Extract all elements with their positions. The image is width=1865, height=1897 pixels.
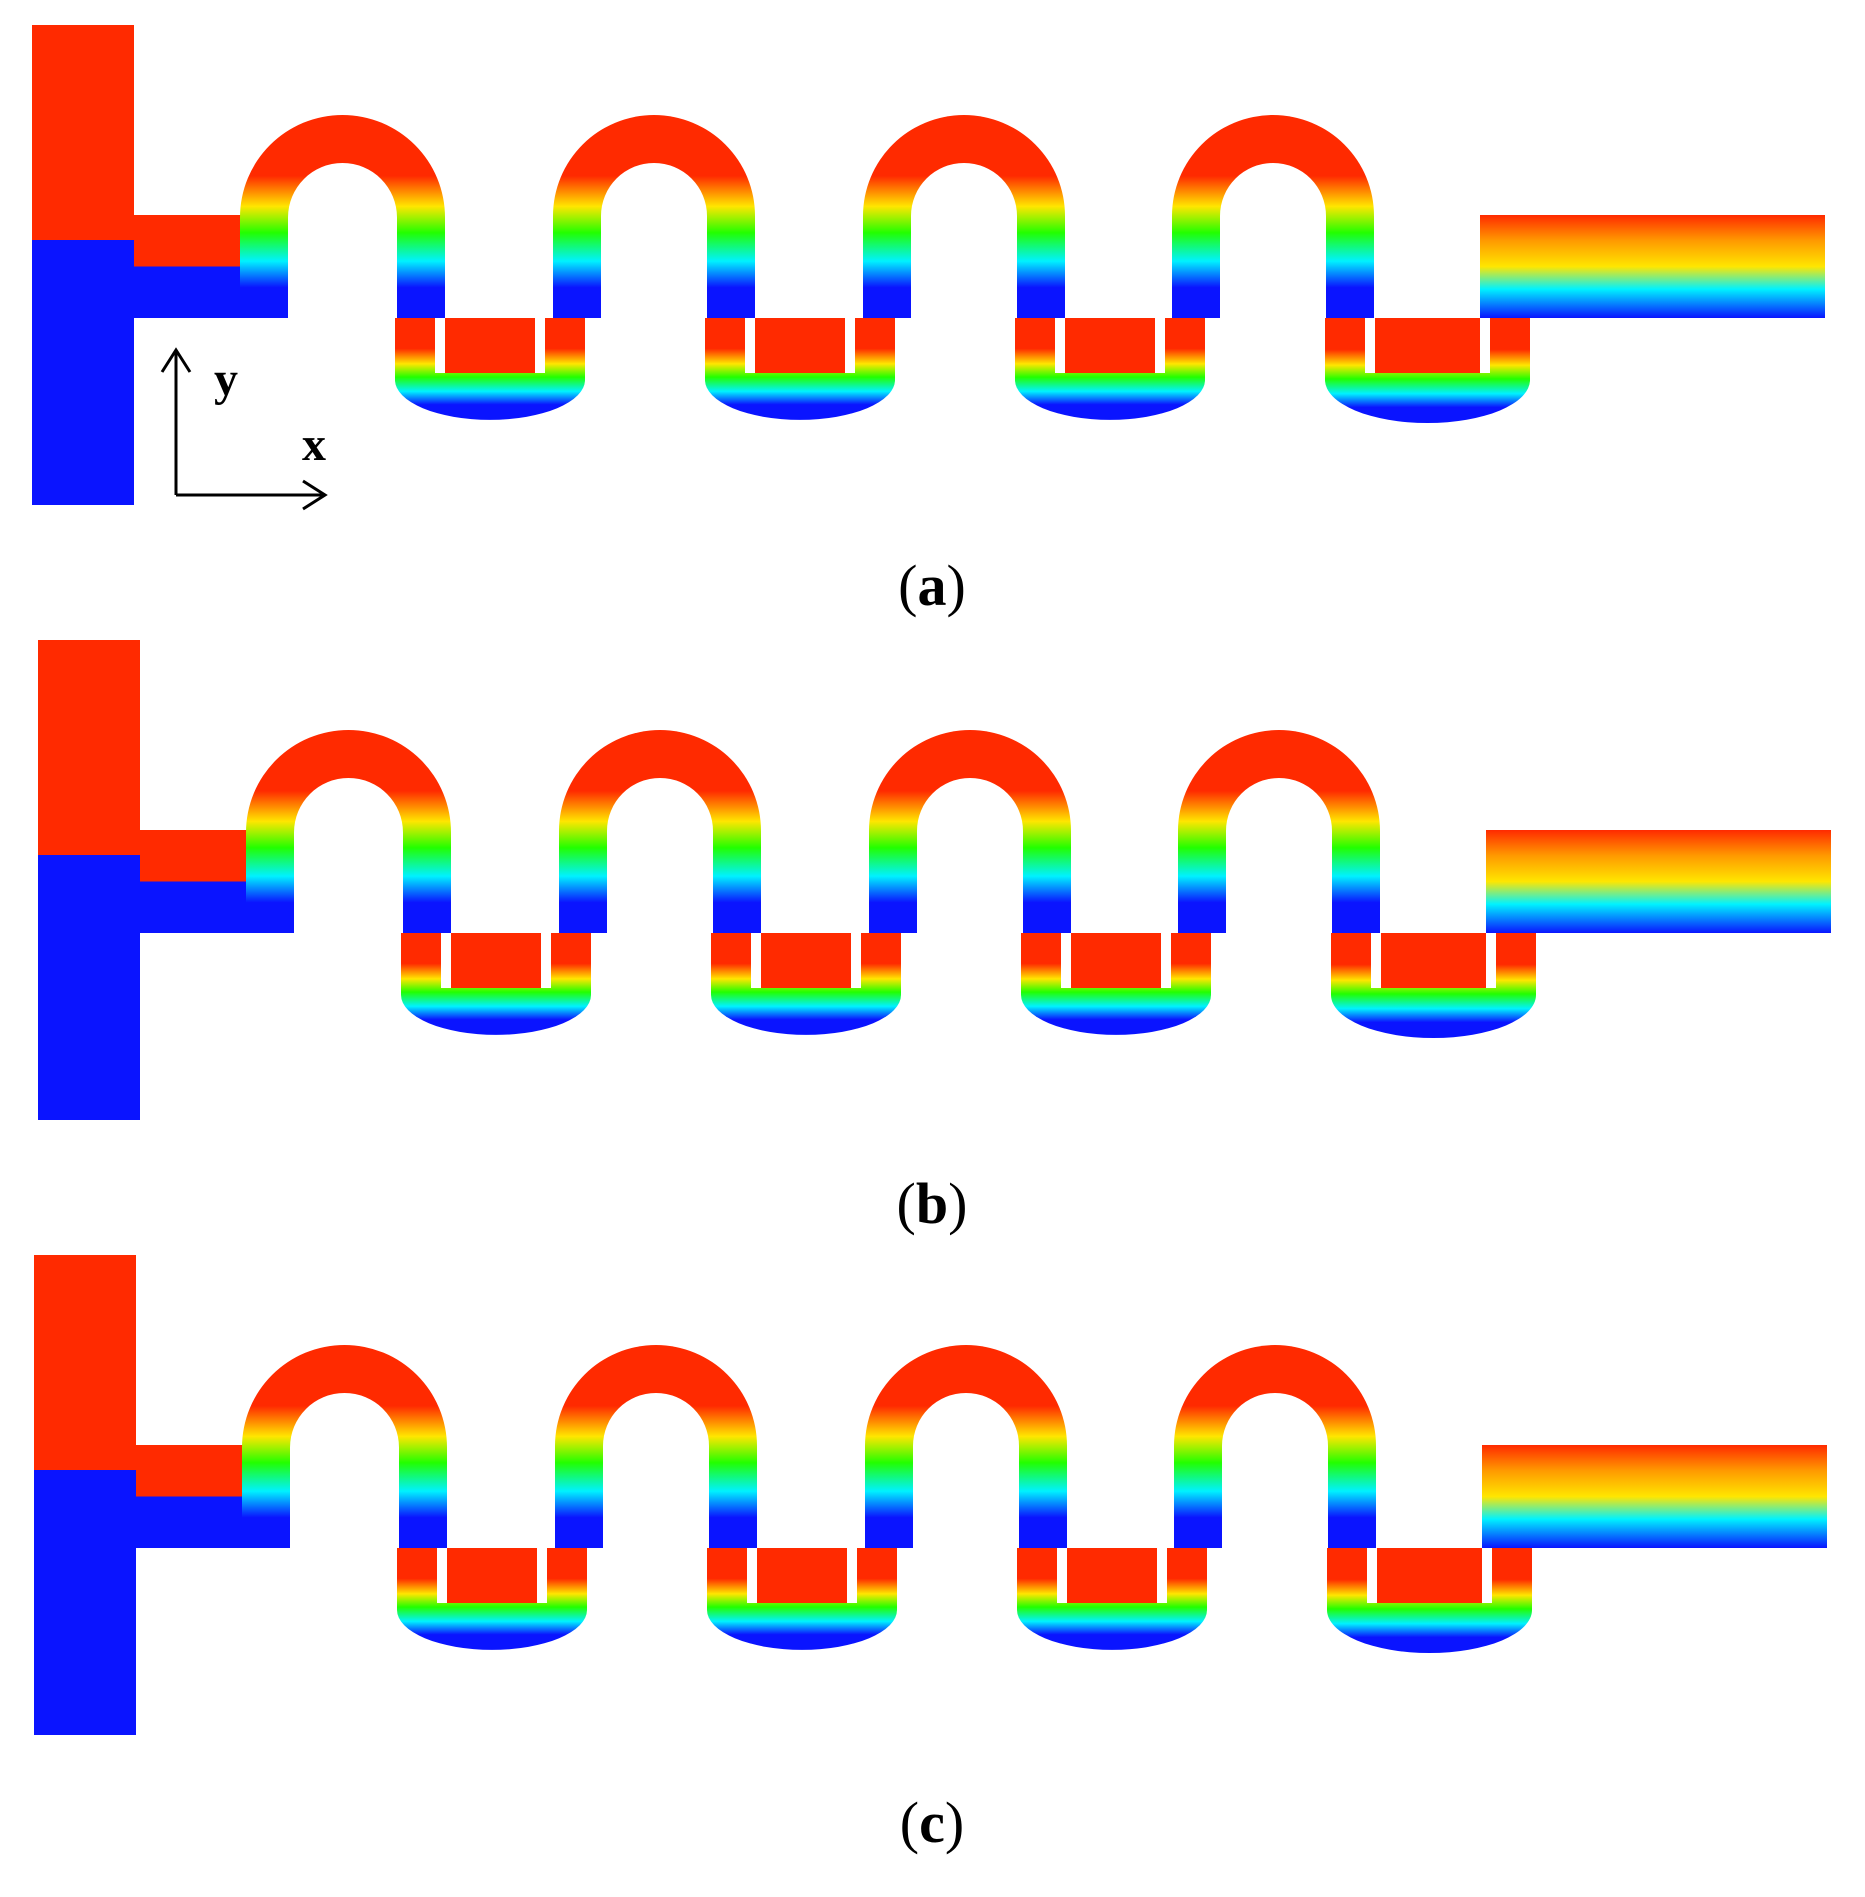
inlet-upper-stream <box>34 1255 136 1470</box>
lead-channel-upper <box>134 215 254 267</box>
trough-gap-right <box>847 1548 857 1603</box>
trough-stub <box>1071 933 1161 988</box>
inlet-upper-stream <box>38 640 140 855</box>
arch-inner-wall <box>1222 1393 1328 1553</box>
trough-gap-left <box>745 318 755 373</box>
trough-gap-left <box>1371 933 1381 988</box>
trough-gap-left <box>437 1548 447 1603</box>
arch-inner-wall <box>288 162 397 323</box>
arch-inner-wall <box>1220 163 1326 323</box>
trough-stub <box>1065 318 1155 373</box>
outlet-channel <box>1486 830 1831 933</box>
trough-gap-left <box>1365 318 1375 373</box>
caption-b: (b) <box>897 1171 968 1236</box>
arch-inner-wall <box>911 163 1017 323</box>
axis-indicator: y x <box>160 347 328 511</box>
trough-gap-left <box>1061 933 1071 988</box>
inlet-lower-stream <box>34 1470 136 1735</box>
outlet-channel <box>1480 215 1825 318</box>
lead-channel-lower <box>140 881 260 933</box>
inlet-upper-stream <box>32 25 134 240</box>
trough-gap-right <box>1155 318 1165 373</box>
arch-inner-wall <box>1226 778 1332 938</box>
mixer-geometry <box>38 640 1831 1120</box>
arch-inner-wall <box>601 163 707 323</box>
arch-inner-wall <box>603 1393 709 1553</box>
panel-c: (c) <box>34 1255 1827 1855</box>
arch-inner-wall <box>290 1393 399 1553</box>
mixer-geometry <box>32 25 1825 505</box>
trough-stub <box>1067 1548 1157 1603</box>
trough-stub <box>1375 318 1480 373</box>
trough-stub <box>755 318 845 373</box>
trough-stub <box>445 318 535 373</box>
arch-inner-wall <box>917 778 1023 938</box>
trough-gap-right <box>537 1548 547 1603</box>
arch-inner-wall <box>913 1393 1019 1553</box>
trough-stub <box>1381 933 1486 988</box>
trough-gap-right <box>845 318 855 373</box>
panel-a: y x (a) <box>32 25 1825 618</box>
trough-gap-right <box>851 933 861 988</box>
trough-gap-right <box>535 318 545 373</box>
arch-inner-wall <box>294 778 403 938</box>
trough-gap-right <box>1161 933 1171 988</box>
trough-stub <box>757 1548 847 1603</box>
trough-gap-left <box>1055 318 1065 373</box>
trough-stub <box>451 933 541 988</box>
trough-gap-right <box>1486 933 1496 988</box>
trough-gap-right <box>541 933 551 988</box>
lead-channel-lower <box>134 266 254 318</box>
trough-gap-left <box>441 933 451 988</box>
trough-gap-left <box>1367 1548 1377 1603</box>
outlet-channel <box>1482 1445 1827 1548</box>
arch-inner-wall <box>607 778 713 938</box>
mixer-geometry <box>34 1255 1827 1735</box>
trough-stub <box>447 1548 537 1603</box>
caption-c: (c) <box>900 1790 964 1855</box>
x-axis-label: x <box>302 418 326 471</box>
trough-gap-left <box>747 1548 757 1603</box>
y-axis-label: y <box>214 353 238 406</box>
trough-gap-right <box>1157 1548 1167 1603</box>
trough-gap-left <box>1057 1548 1067 1603</box>
inlet-lower-stream <box>32 240 134 505</box>
trough-stub <box>1377 1548 1482 1603</box>
trough-gap-left <box>435 318 445 373</box>
lead-channel-upper <box>136 1445 256 1497</box>
lead-channel-lower <box>136 1496 256 1548</box>
caption-a: (a) <box>898 553 966 618</box>
inlet-lower-stream <box>38 855 140 1120</box>
lead-channel-upper <box>140 830 260 882</box>
trough-gap-right <box>1480 318 1490 373</box>
trough-gap-left <box>751 933 761 988</box>
trough-stub <box>761 933 851 988</box>
panel-b: (b) <box>38 640 1831 1236</box>
trough-gap-right <box>1482 1548 1492 1603</box>
